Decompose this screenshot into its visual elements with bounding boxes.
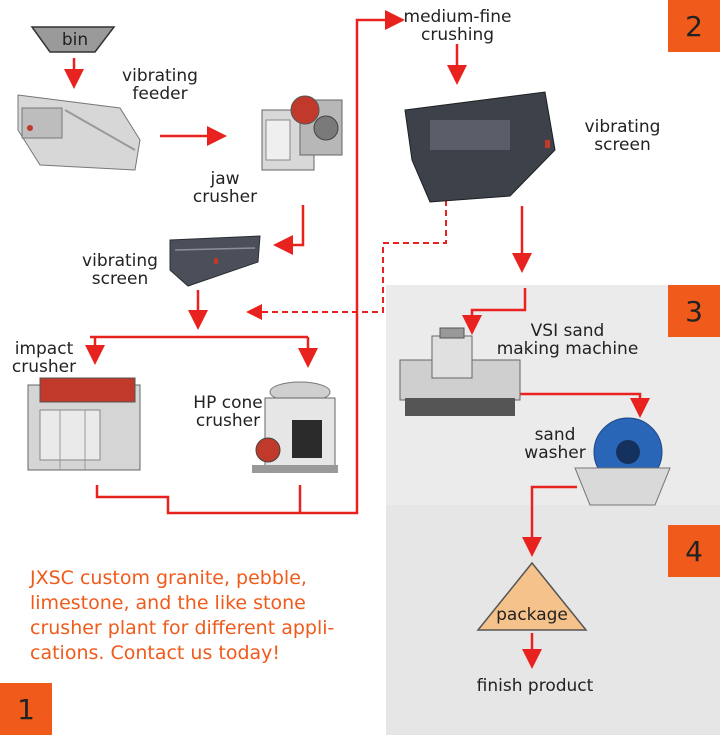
hp-cone-crusher-icon bbox=[252, 381, 338, 473]
sand-washer-label: sand washer bbox=[524, 425, 586, 463]
bin-icon bbox=[30, 26, 116, 53]
vibrating-screen-2-icon bbox=[404, 91, 556, 203]
hp-cone-crusher-label: HP cone crusher bbox=[193, 393, 263, 431]
promo-text: JXSC custom granite, pebble, limestone, … bbox=[30, 567, 335, 664]
finish-product-label: finish product bbox=[476, 676, 594, 696]
arrow-to-vsi bbox=[462, 288, 527, 335]
step-1-badge: 1 bbox=[0, 683, 52, 735]
vsi-sand-making-icon bbox=[399, 327, 521, 416]
package-label: package bbox=[496, 605, 568, 625]
jaw-crusher-icon bbox=[261, 95, 343, 171]
step-4-badge: 4 bbox=[668, 525, 720, 577]
bin-label: bin bbox=[61, 30, 89, 50]
sand-washer-icon bbox=[574, 417, 671, 506]
step-3-badge: 3 bbox=[668, 285, 720, 337]
vsi-sand-making-label: VSI sand making machine bbox=[496, 321, 639, 359]
impact-crusher-label: impact crusher bbox=[11, 339, 77, 377]
arrow-return-loop bbox=[95, 10, 405, 515]
vibrating-feeder-icon bbox=[17, 94, 141, 171]
package-triangle bbox=[476, 561, 588, 631]
vibrating-screen-icon bbox=[169, 235, 261, 287]
jaw-crusher-label: jaw crusher bbox=[192, 169, 258, 207]
impact-crusher-icon bbox=[27, 377, 141, 471]
vibrating-screen-2-label: vibrating screen bbox=[584, 117, 661, 155]
vibrating-feeder-label: vibrating feeder bbox=[122, 66, 198, 104]
arrow-jaw-screen bbox=[273, 205, 305, 255]
arrow-recycle-dashed bbox=[246, 180, 447, 320]
medium-fine-crushing-label: medium-fine crushing bbox=[403, 7, 512, 45]
arrow-vsi-washer bbox=[512, 392, 650, 418]
step-2-badge: 2 bbox=[668, 0, 720, 52]
vibrating-screen-label: vibrating screen bbox=[82, 251, 158, 289]
arrow-washer-package bbox=[522, 485, 577, 557]
